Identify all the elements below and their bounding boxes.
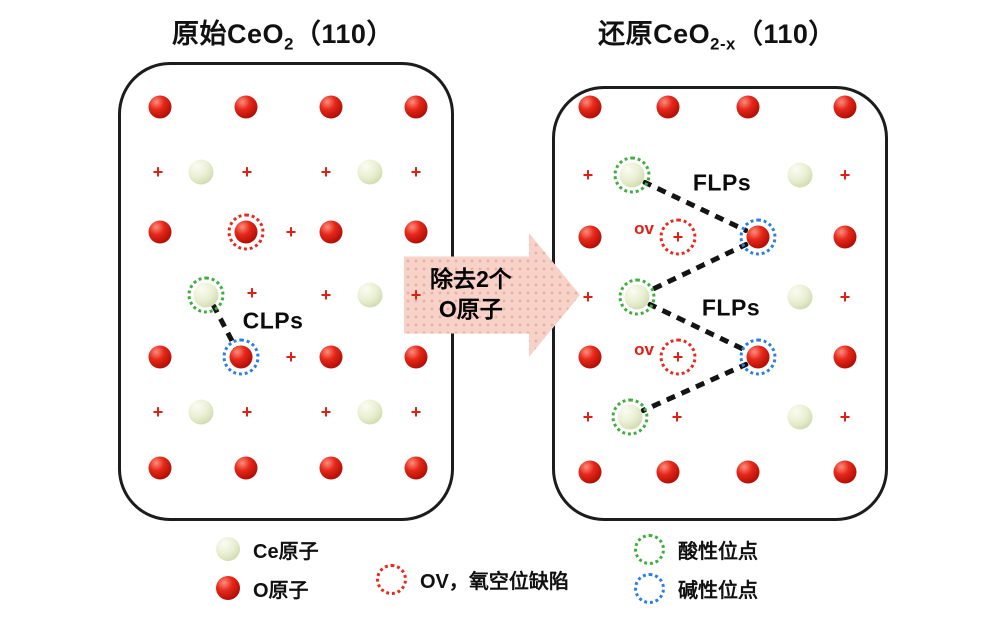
arrow-caption: 除去2个 O原子 <box>404 233 538 357</box>
title-left-prefix: 原始CeO <box>172 19 285 49</box>
title-left-suffix: （110） <box>293 19 394 49</box>
o-atom-swatch <box>216 576 240 600</box>
title-right-subscript: 2-x <box>710 34 736 54</box>
legend-label: O原子 <box>253 579 309 602</box>
title-right-prefix: 还原CeO <box>598 19 711 49</box>
pristine-panel <box>118 62 454 521</box>
ov-ring-swatch <box>376 563 407 595</box>
acid-ring-swatch <box>634 533 665 565</box>
legend-item-acid-site: 酸性位点 <box>634 533 758 565</box>
arrow-caption-line2: O原子 <box>438 296 503 322</box>
legend-item-oxygen-vacancy: OV，氧空位缺陷 <box>376 563 569 595</box>
reduced-panel <box>552 86 888 521</box>
title-right-suffix: （110） <box>735 19 836 49</box>
title-left-subscript: 2 <box>284 34 294 54</box>
reaction-arrow: 除去2个 O原子 <box>404 233 580 357</box>
legend-item-ce-atom: Ce原子 <box>216 533 319 565</box>
legend-label: 酸性位点 <box>678 540 758 563</box>
legend-label: OV，氧空位缺陷 <box>420 570 569 593</box>
ce-atom-swatch <box>216 537 240 561</box>
pristine-panel-title: 原始CeO2（110） <box>118 12 448 54</box>
base-ring-swatch <box>634 572 665 604</box>
reduced-panel-title: 还原CeO2-x（110） <box>552 12 882 54</box>
legend-label: Ce原子 <box>253 540 319 563</box>
legend-item-o-atom: O原子 <box>216 572 309 604</box>
legend-item-base-site: 碱性位点 <box>634 572 758 604</box>
arrow-caption-line1: 除去2个 <box>429 266 512 293</box>
legend-label: 碱性位点 <box>678 579 758 602</box>
